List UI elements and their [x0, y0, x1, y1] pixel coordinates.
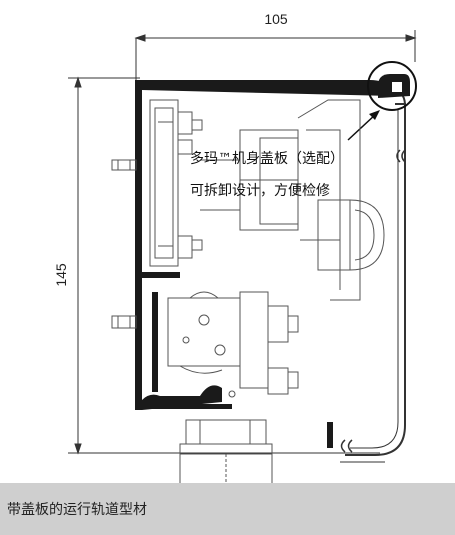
latch-highlight	[367, 61, 417, 111]
width-label: 105	[264, 11, 288, 27]
annotation-line-1: 多玛™机身盖板（选配）	[190, 150, 344, 167]
height-label: 145	[53, 263, 69, 287]
caption-bar: 带盖板的运行轨道型材	[0, 483, 455, 535]
track-profile	[135, 80, 392, 410]
leader-arrow	[347, 110, 380, 141]
height-dimension	[68, 76, 380, 455]
annotation-line-2: 可拆卸设计，方便检修	[190, 183, 330, 199]
caption-text: 带盖板的运行轨道型材	[7, 502, 147, 518]
cover-plate	[340, 90, 406, 463]
cover-plate-hook	[327, 422, 333, 448]
track-profile-drawing: 105 145	[53, 11, 417, 483]
internal-mechanism	[111, 99, 385, 483]
width-dimension	[134, 30, 417, 80]
